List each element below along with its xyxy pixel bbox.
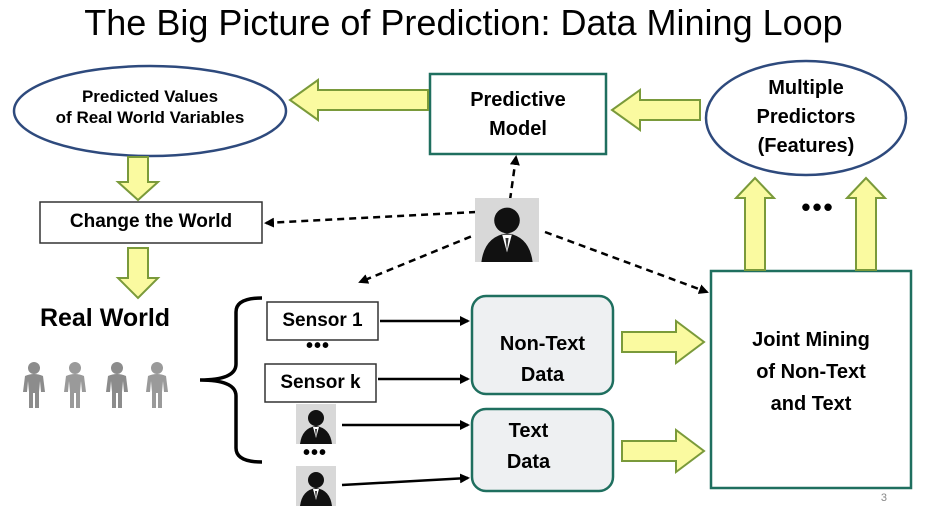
- change-world-label: Change the World: [69, 211, 233, 232]
- text-data-node: [470, 407, 615, 493]
- non-text-data-node: [470, 294, 615, 396]
- block-arrow-nontext-to-joint: [621, 319, 706, 365]
- ellipsis-people: •••: [302, 442, 327, 464]
- page-number: 3: [880, 492, 887, 504]
- real-world-people: [23, 362, 168, 408]
- sensor1-label: Sensor 1: [282, 310, 363, 331]
- dashed-arrow-to-change-world: [264, 210, 477, 228]
- joint-mining-node: [709, 269, 913, 490]
- block-arrow-predictors-to-model: [610, 88, 701, 132]
- real-world-label: Real World: [39, 304, 171, 332]
- block-arrow-text-to-joint: [621, 428, 706, 474]
- multiple-predictors-node: [704, 59, 908, 177]
- dashed-arrow-to-joint-mining: [544, 230, 709, 294]
- sensork-node: [264, 363, 377, 403]
- predicted-values-label: Predicted Values of Real World Variables: [55, 87, 245, 127]
- ellipsis-sensors: •••: [305, 335, 330, 357]
- joint-mining-label: Joint Mining of Non-Text and Text: [752, 329, 870, 415]
- multiple-predictors-label: Multiple Predictors (Features): [756, 77, 856, 157]
- slide-title: The Big Picture of Prediction: Data Mini…: [84, 2, 843, 43]
- ellipsis-predictors: •••: [801, 192, 835, 222]
- block-arrow-change-to-realworld: [115, 247, 161, 300]
- predicted-values-node: [12, 64, 288, 158]
- block-arrow-joint-to-predictors-2: [844, 176, 888, 271]
- curly-brace: [199, 296, 263, 464]
- sensork-label: Sensor k: [280, 372, 361, 393]
- block-arrow-joint-to-predictors-1: [733, 176, 777, 271]
- person-avatar-2: [296, 466, 336, 506]
- block-arrow-model-to-predicted: [288, 78, 429, 122]
- arrow-person2-to-text: [341, 473, 470, 487]
- non-text-data-label: Non-Text Data: [499, 333, 586, 386]
- dashed-arrow-to-sensors: [358, 230, 483, 284]
- text-data-label: Text Data: [506, 420, 551, 473]
- predictive-model-node: [428, 72, 608, 156]
- predictive-model-label: Predictive Model: [470, 89, 566, 140]
- person-avatar-1: [296, 404, 336, 444]
- sensor1-node: [266, 301, 379, 341]
- change-world-node: [39, 201, 263, 244]
- analyst-avatar: [475, 198, 539, 262]
- dashed-arrow-to-model: [508, 155, 520, 201]
- block-arrow-predicted-to-change: [115, 156, 161, 202]
